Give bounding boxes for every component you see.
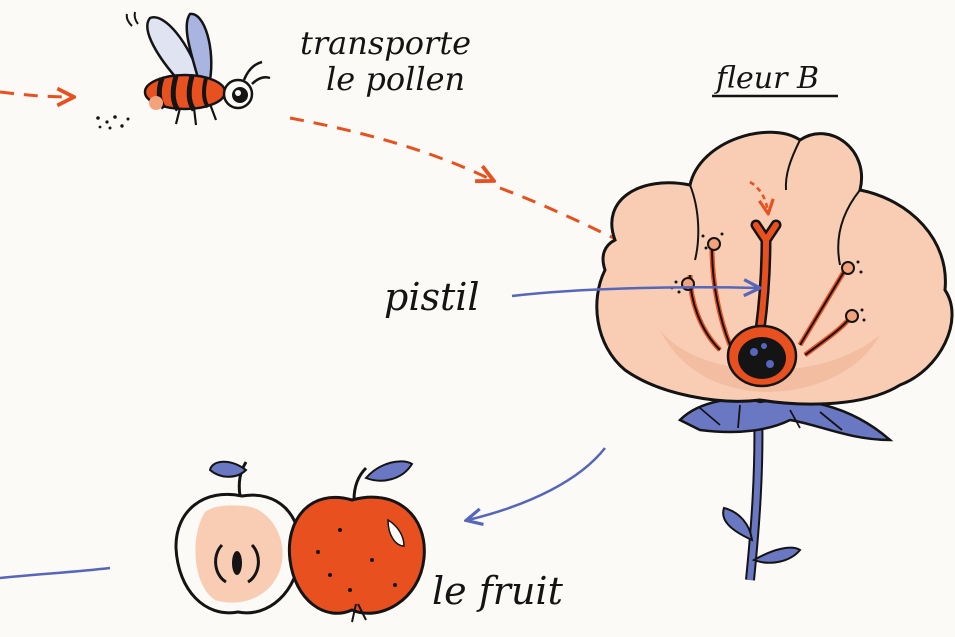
pollen-path-incoming-arrow [0, 92, 72, 97]
insect-caption: transporte le pollen [300, 24, 471, 98]
apple-half-icon [176, 462, 300, 613]
pollen-path-continuation [500, 188, 618, 240]
pollen-path [0, 92, 618, 240]
flower-title-text: fleur B [714, 61, 819, 96]
pollen-dots [96, 115, 129, 129]
caption-line-1: transporte [300, 24, 471, 62]
cycle-return-line [0, 568, 110, 578]
caption-line-2: le pollen [326, 60, 465, 98]
pollen-path-to-flower-arrow [290, 118, 492, 180]
bee-icon [127, 12, 270, 125]
flower-icon [597, 132, 952, 580]
pistil-label-text: pistil [384, 275, 480, 319]
flower-to-fruit-arrow [468, 448, 605, 520]
fruit-label: le fruit [432, 569, 564, 613]
flower-title: fleur B [712, 61, 838, 96]
apple-whole-icon [289, 461, 424, 622]
